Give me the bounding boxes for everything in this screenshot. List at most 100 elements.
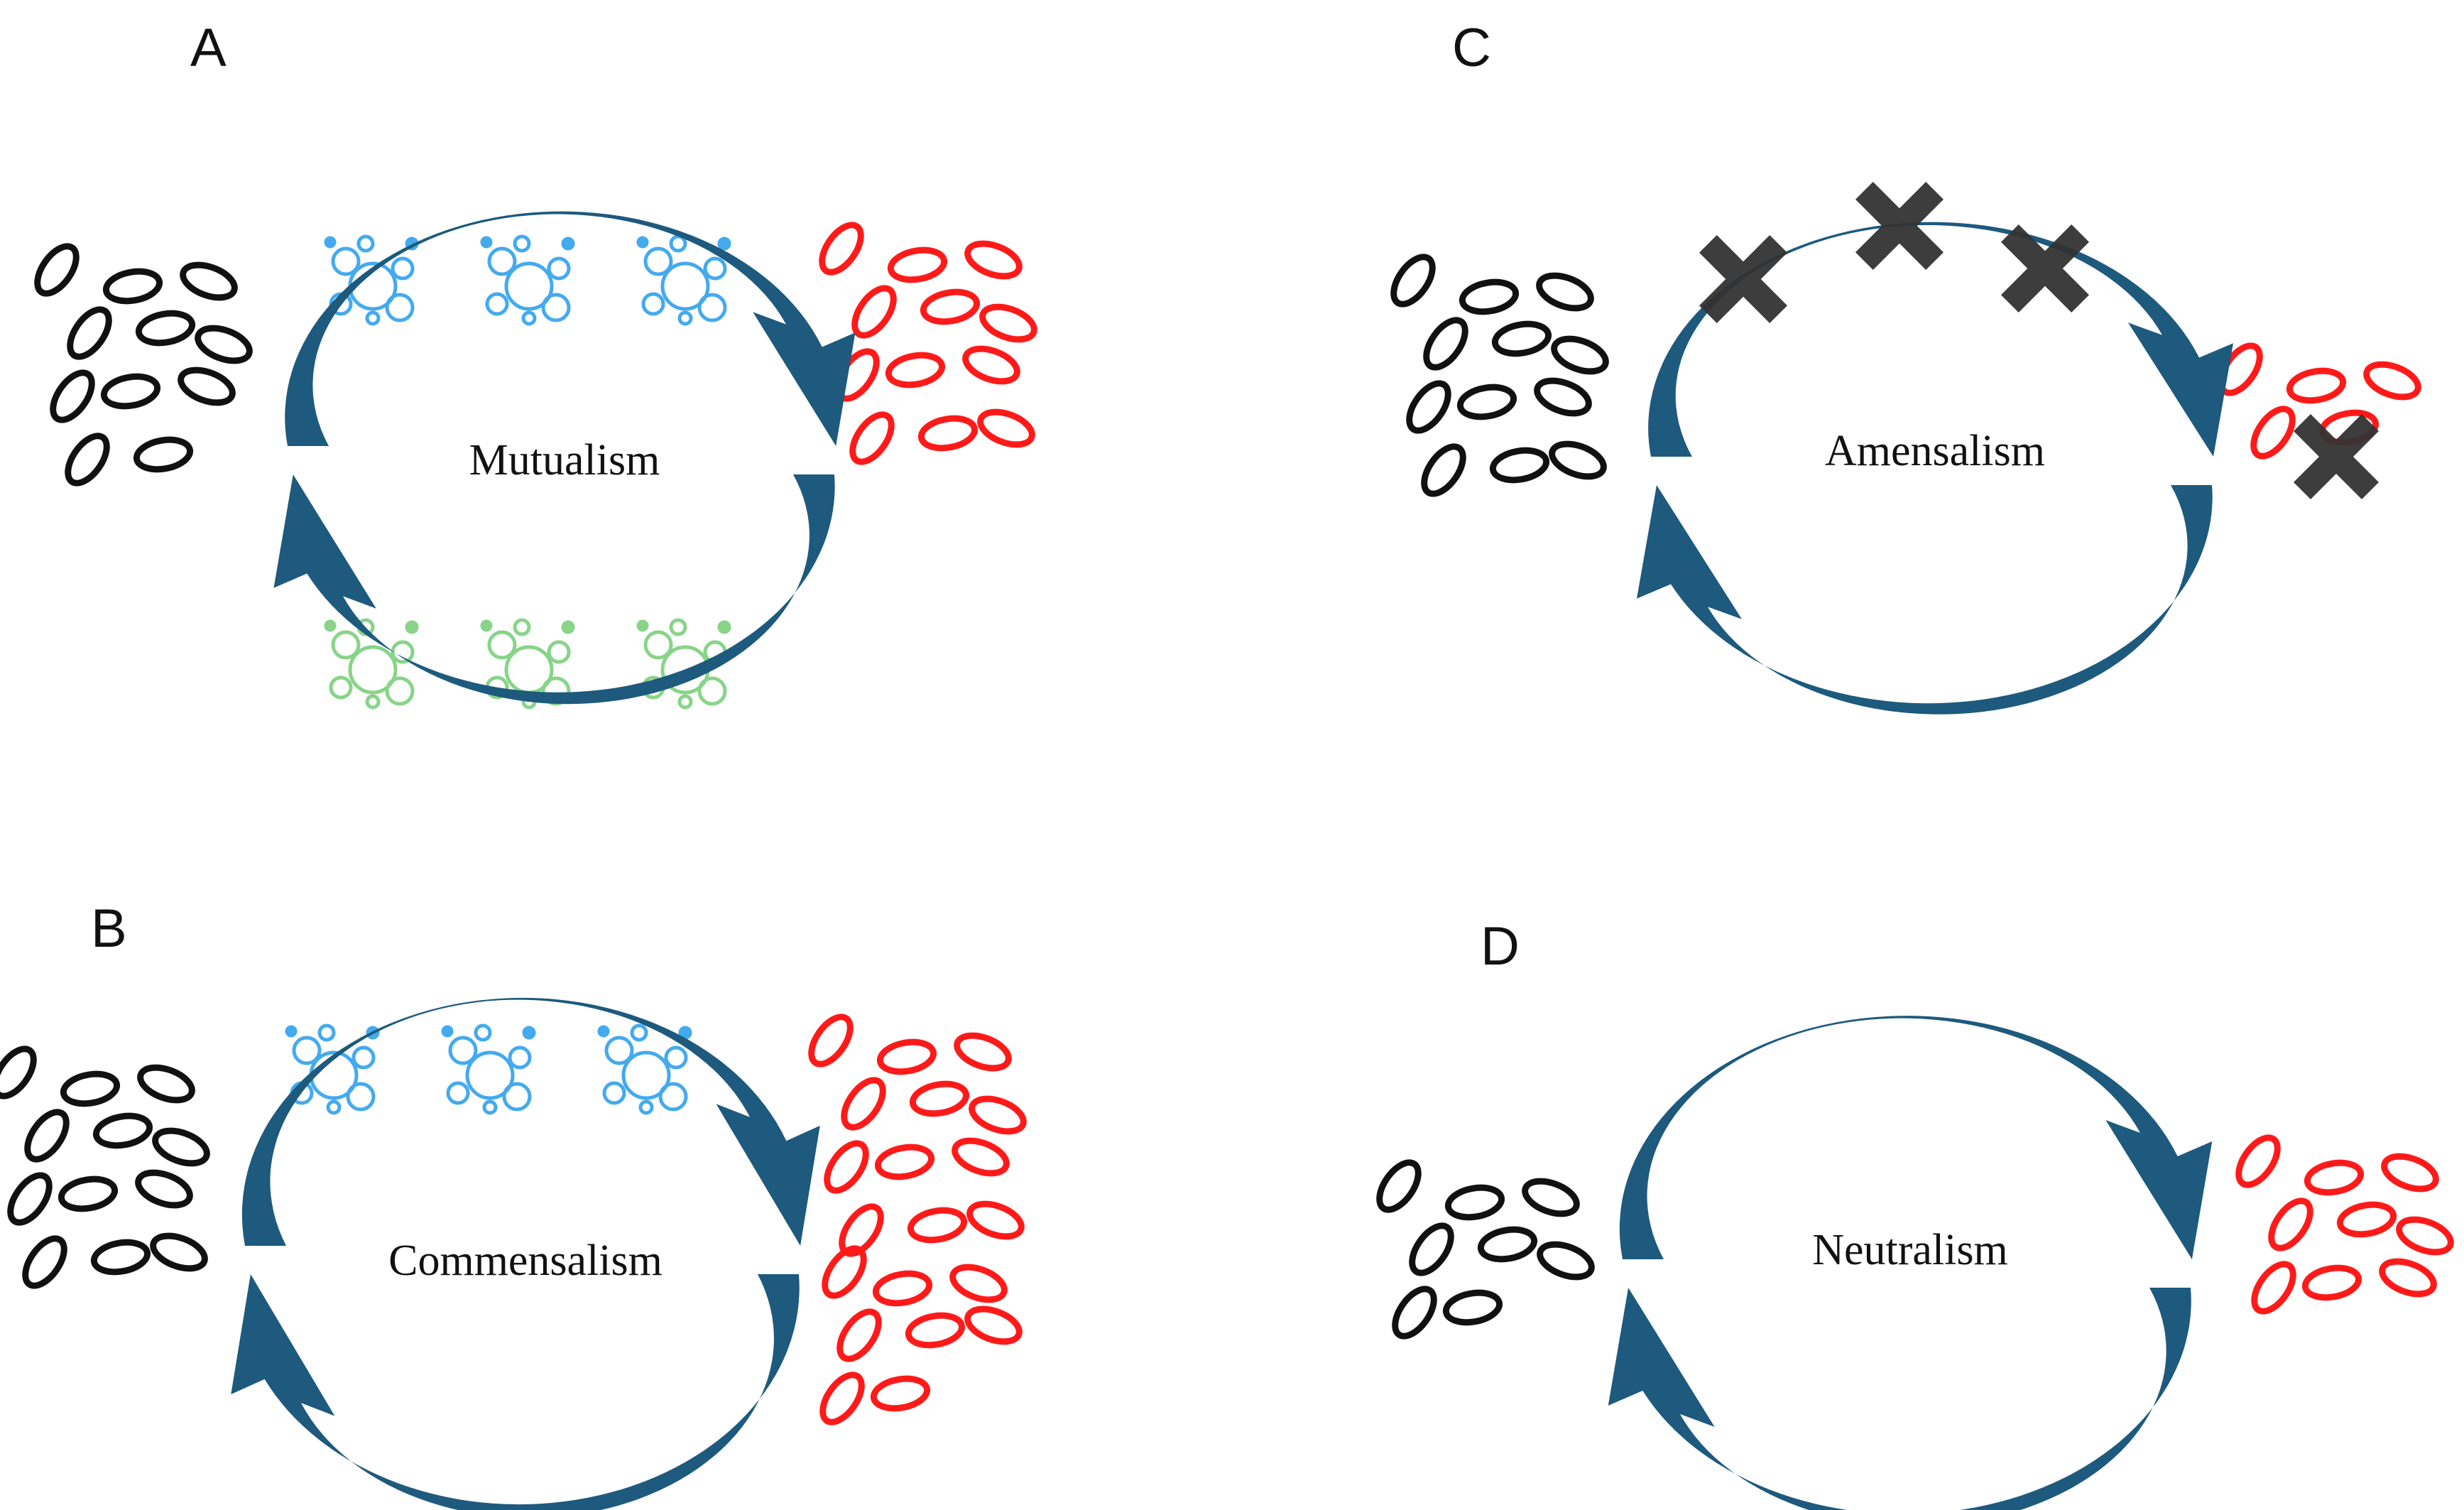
metabolite-blue-icon [636, 236, 649, 249]
metabolite-green-icon [717, 620, 731, 634]
metabolite-blue-icon [521, 310, 537, 326]
microbe-b-icon [874, 1144, 935, 1180]
metabolite-blue-icon [465, 1050, 515, 1100]
metabolite-blue-icon [485, 292, 509, 316]
microbe-a-icon [65, 433, 110, 487]
microbe-b-icon [969, 1095, 1027, 1135]
metabolite-blue-icon [717, 237, 731, 251]
microbe-b-icon [841, 1077, 886, 1131]
metabolite-blue-icon [324, 236, 337, 249]
microbe-a-icon [1376, 1159, 1422, 1213]
microbe-b-icon [887, 246, 948, 283]
microbe-a-icon [1489, 447, 1550, 484]
microbe-a-icon [1409, 1222, 1454, 1276]
metabolite-blue-icon [487, 246, 517, 276]
metabolite-blue-icon [597, 1025, 610, 1038]
metabolite-blue-icon [385, 293, 415, 322]
metabolite-blue-icon [643, 246, 673, 276]
metabolite-green-icon [643, 630, 673, 660]
microbe-a-icon [58, 1175, 119, 1212]
metabolite-green-icon [405, 620, 419, 634]
metabolite-green-icon [636, 619, 649, 632]
metabolite-green-icon [513, 618, 531, 636]
metabolite-blue-icon [331, 246, 361, 276]
metabolite-blue-icon [482, 1099, 498, 1115]
metabolite-blue-icon [522, 1026, 536, 1040]
x-mark-icon [2001, 224, 2089, 313]
microbe-a-icon [1444, 1184, 1505, 1221]
metabolite-green-icon [348, 645, 398, 695]
microbe-a-icon [92, 1112, 153, 1149]
microbe-b-icon [964, 240, 1023, 280]
microbe-b-icon [849, 411, 895, 465]
metabolite-blue-icon [604, 1036, 634, 1065]
metabolite-blue-icon [446, 1081, 470, 1105]
metabolite-blue-icon [547, 256, 571, 281]
panel-letter-d: D [1481, 916, 1520, 977]
metabolite-blue-icon [502, 1082, 532, 1112]
metabolite-blue-icon [641, 292, 665, 316]
x-mark-icon [2294, 414, 2379, 499]
x-mark-icon [1855, 182, 1944, 270]
metabolite-blue-icon [285, 1025, 298, 1038]
metabolite-blue-icon [441, 1025, 454, 1038]
metabolite-green-icon [365, 694, 381, 710]
microbe-b-icon [819, 1372, 865, 1425]
arrow-top [1619, 1016, 2213, 1259]
microbe-a-icon [152, 1127, 210, 1167]
metabolite-green-icon [480, 619, 493, 632]
microbe-b-icon [952, 1137, 1010, 1177]
metabolite-blue-icon [697, 293, 727, 322]
metabolite-green-icon [541, 676, 571, 706]
microbe-a-icon [60, 1070, 121, 1107]
microbe-b-icon [907, 1207, 968, 1244]
metabolite-green-icon [324, 619, 337, 632]
microbe-b-icon [962, 345, 1020, 385]
microbe-b-icon [964, 1305, 1023, 1345]
microbe-b-icon [979, 303, 1037, 343]
microbe-b-icon [819, 222, 864, 276]
microbe-a-icon [90, 1239, 151, 1276]
microbe-a-icon [135, 310, 196, 347]
microbe-b-icon [2251, 1261, 2296, 1315]
microbe-a-icon [1534, 377, 1592, 417]
panel-commensalism: Commensalism [0, 997, 1027, 1510]
microbe-a-icon [1491, 320, 1552, 357]
microbe-a-icon [1537, 1241, 1595, 1281]
microbe-b-icon [824, 1140, 869, 1194]
microbe-a-icon [1423, 317, 1468, 371]
microbe-b-icon [836, 1308, 882, 1362]
microbe-a-icon [22, 1235, 67, 1289]
metabolite-green-icon [391, 640, 415, 664]
microbe-b-icon [2286, 367, 2347, 404]
metabolite-blue-icon [292, 1036, 322, 1065]
microbe-a-icon [137, 1064, 195, 1104]
microbe-b-icon [909, 1080, 970, 1117]
metabolite-blue-icon [541, 293, 571, 322]
metabolite-blue-icon [677, 310, 693, 326]
microbe-a-icon [1406, 380, 1451, 434]
panel-letter-b: B [91, 898, 127, 959]
microbe-b-icon [905, 1312, 966, 1349]
metabolite-green-icon [697, 676, 727, 706]
microbe-a-icon [100, 373, 161, 410]
metabolite-blue-icon [678, 1026, 692, 1040]
microbe-a-icon [1522, 1178, 1580, 1217]
panel-amensalism: Amensalism [1390, 182, 2421, 715]
microbe-a-icon [1421, 443, 1466, 497]
microbe-a-icon [0, 1045, 37, 1099]
metabolite-green-icon [385, 676, 415, 706]
metabolite-blue-icon [561, 237, 575, 251]
interaction-label-amensalism: Amensalism [1825, 427, 2045, 475]
metabolite-blue-icon [660, 261, 710, 311]
microbe-a-icon [135, 1169, 193, 1209]
microbe-a-icon [178, 366, 236, 406]
microbe-a-icon [1549, 440, 1607, 480]
metabolite-blue-icon [638, 1099, 654, 1115]
microbe-b-icon [2304, 1159, 2365, 1196]
arrow-bottom [1637, 485, 2213, 715]
microbe-b-icon [2336, 1201, 2397, 1238]
microbe-b-icon [872, 1270, 933, 1307]
microbe-b-icon [917, 415, 978, 452]
metabolite-blue-icon [351, 1045, 376, 1070]
